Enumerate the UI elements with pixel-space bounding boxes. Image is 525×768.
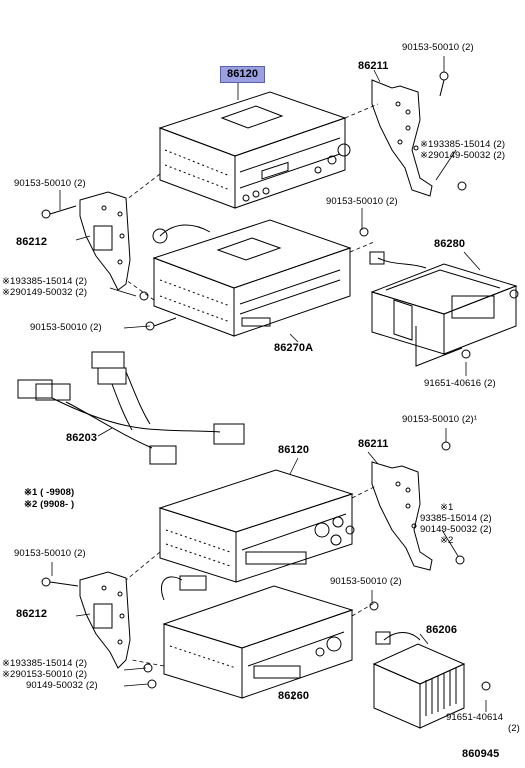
- part-label-86212-lower[interactable]: 86212: [16, 608, 48, 620]
- bracket-86211-upper: [371, 79, 433, 197]
- part-label-193385-left-upper[interactable]: ※193385-15014 (2): [2, 276, 88, 287]
- part-label-86270a[interactable]: 86270A: [274, 342, 314, 354]
- bracket-86212-upper: [79, 191, 131, 291]
- cd-unit-86270a: [152, 219, 352, 337]
- nut-icon: [481, 681, 491, 691]
- part-label-290149-top[interactable]: ※290149-50032 (2): [420, 150, 506, 161]
- bolt-icon: [369, 601, 379, 611]
- part-label-86203[interactable]: 86203: [66, 432, 98, 444]
- part-label-90153-top-right[interactable]: 90153-50010 (2): [402, 42, 474, 53]
- part-label-90153-center-lower[interactable]: 90153-50010 (2): [330, 576, 402, 587]
- part-label-86206[interactable]: 86206: [426, 624, 458, 636]
- bolt-icon: [147, 679, 157, 689]
- part-label-86120-mid[interactable]: 86120: [278, 444, 310, 456]
- mark-1-stack: ※1: [440, 502, 454, 513]
- nut-icon: [139, 291, 149, 301]
- fasteners: [41, 71, 491, 691]
- amplifier-86206: [372, 631, 466, 729]
- callout-lines: [51, 56, 487, 712]
- part-label-86280[interactable]: 86280: [434, 238, 466, 250]
- part-label-90153-left-cd[interactable]: 90153-50010 (2): [30, 322, 102, 333]
- part-label-90149-bottom[interactable]: 90149-50032 (2): [26, 680, 98, 691]
- nut-icon: [461, 349, 471, 359]
- part-label-91651-40616[interactable]: 91651-40616 (2): [424, 378, 496, 389]
- part-label-193385-top[interactable]: ※193385-15014 (2): [420, 139, 506, 150]
- radio-unit-upper: [158, 91, 351, 209]
- mark-2-stack: ※2: [440, 535, 454, 546]
- part-label-91651-40614-qty: (2): [508, 723, 520, 734]
- radio-unit-lower: [158, 469, 355, 583]
- leader-lines: [125, 103, 379, 667]
- part-label-90153-mid[interactable]: 90153-50010 (2): [326, 196, 398, 207]
- nut-icon: [143, 663, 153, 673]
- bolt-icon: [359, 227, 369, 237]
- bolt-icon: [41, 205, 77, 219]
- part-label-90153-right-lower[interactable]: 90153-50010 (2)¹: [402, 414, 478, 425]
- part-label-290153-bottom[interactable]: ※290153-50010 (2): [2, 669, 88, 680]
- bolt-icon: [439, 71, 449, 97]
- part-label-86211-mid[interactable]: 86211: [358, 438, 389, 450]
- diagram-id: 860945: [462, 748, 500, 760]
- part-label-91651-40614[interactable]: 91651-40614: [446, 712, 504, 723]
- part-label-90153-left-lower[interactable]: 90153-50010 (2): [14, 548, 86, 559]
- wiring-harness-86203: [17, 351, 245, 465]
- part-label-86212-upper[interactable]: 86212: [16, 236, 48, 248]
- nut-icon: [455, 555, 465, 565]
- bolt-icon: [441, 441, 451, 451]
- part-label-90153-left-upper[interactable]: 90153-50010 (2): [14, 178, 86, 189]
- cassette-unit-86260: [160, 575, 354, 699]
- bolt-icon: [41, 577, 79, 587]
- bolt-icon: [145, 317, 177, 331]
- part-label-86120-highlighted[interactable]: 86120: [220, 66, 266, 83]
- part-label-93385[interactable]: 93385-15014 (2): [420, 513, 492, 524]
- bracket-86212-lower: [79, 571, 131, 669]
- applicability-note-1: ※1 ( -9908): [24, 487, 75, 498]
- nut-icon: [457, 181, 467, 191]
- part-label-290149-left-upper[interactable]: ※290149-50032 (2): [2, 287, 88, 298]
- part-label-193385-bottom[interactable]: ※193385-15014 (2): [2, 658, 88, 669]
- bracket-86211-lower: [371, 461, 433, 571]
- part-label-86211-upper[interactable]: 86211: [358, 60, 389, 72]
- applicability-note-2: ※2 (9908- ): [24, 499, 75, 510]
- part-label-86260[interactable]: 86260: [278, 690, 310, 702]
- unit-86280: [369, 251, 519, 367]
- part-label-90149-stack[interactable]: 90149-50032 (2): [420, 524, 492, 535]
